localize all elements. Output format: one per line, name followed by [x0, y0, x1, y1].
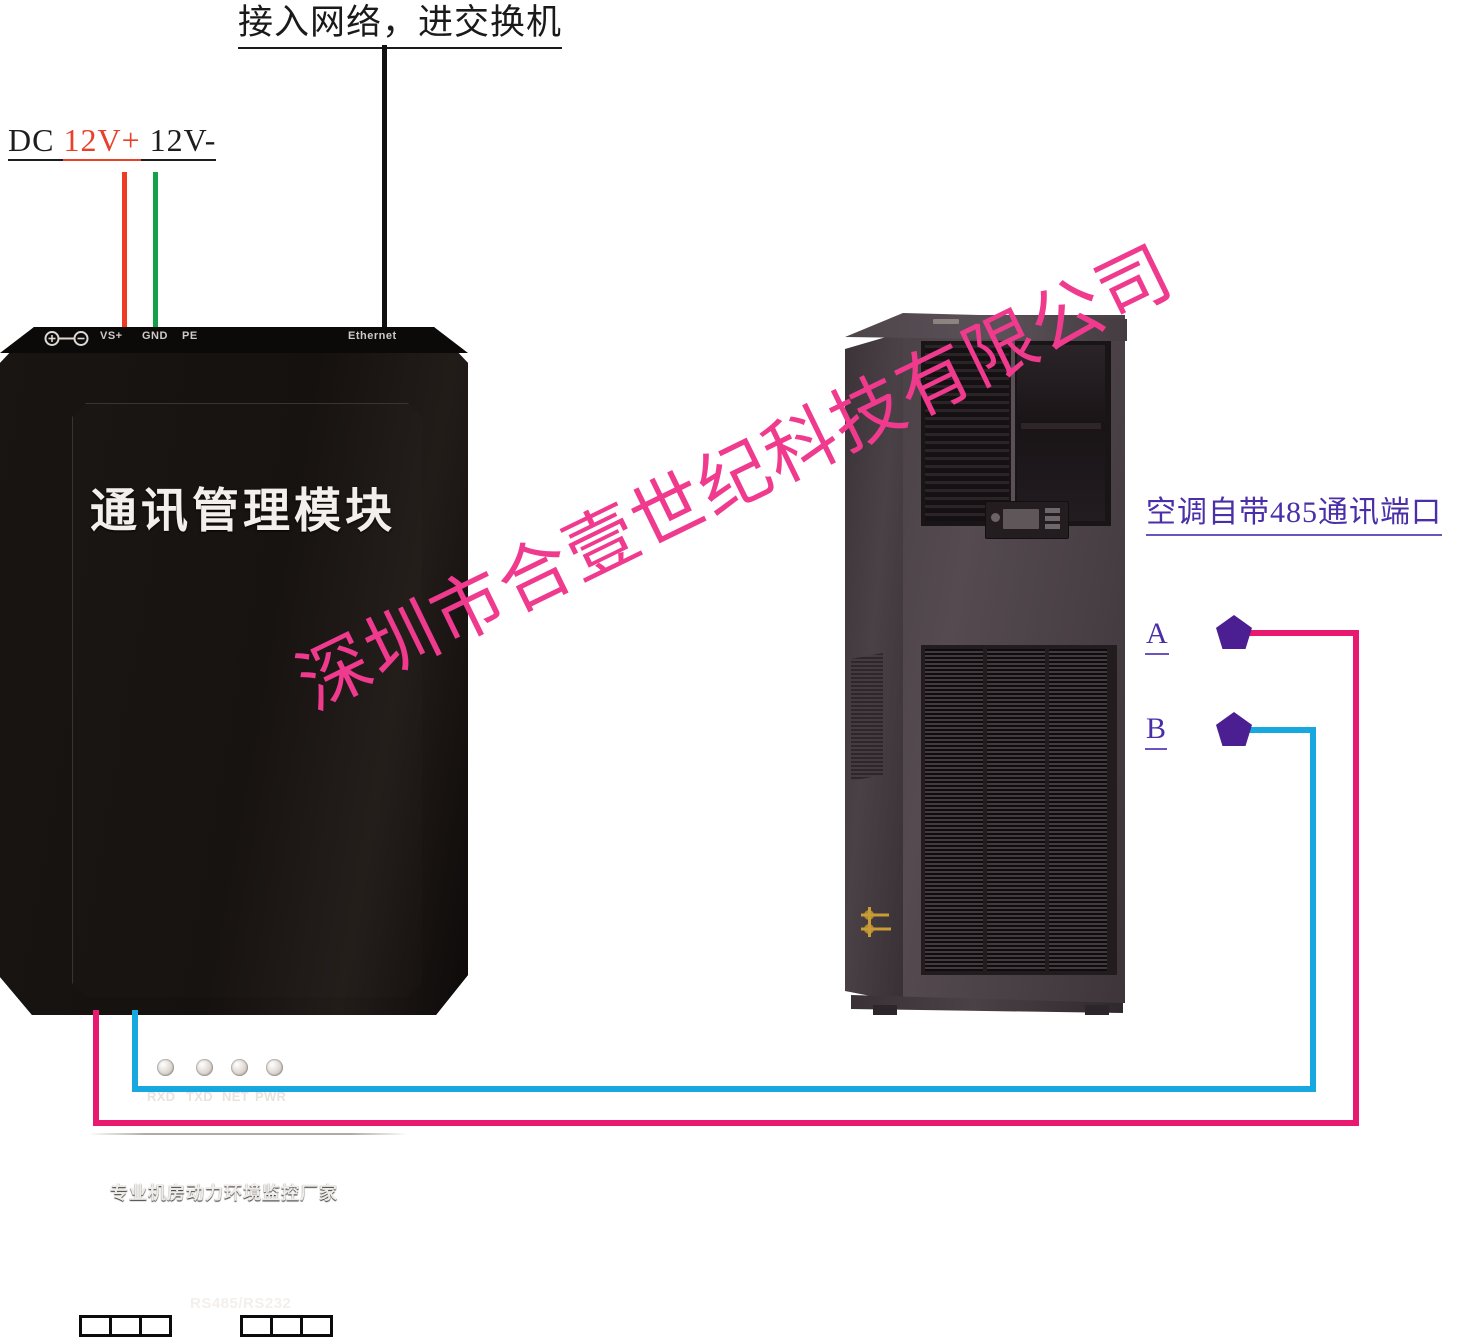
wire-b-segment-to-terminal — [1244, 727, 1316, 733]
ac-foot — [1085, 1005, 1109, 1015]
wire-b-segment-up-right — [1310, 727, 1316, 1092]
ac-485-port-label: 空调自带485通讯端口 — [1146, 487, 1442, 536]
ac-vent-divider — [1011, 341, 1015, 526]
wire-b-segment-down-left — [132, 1010, 138, 1092]
ethernet-cable — [382, 45, 387, 328]
device-divider-line — [88, 1133, 408, 1135]
power-polarity-icon — [44, 331, 89, 346]
terminal-cell[interactable] — [300, 1315, 333, 1337]
ac-side-grille — [851, 653, 883, 781]
power-negative-wire — [153, 172, 158, 327]
diagram-canvas: 接入网络，进交换机 DC 12V+ 12V- VS+ GND PE Ethern… — [0, 0, 1442, 1337]
port-label-vs: VS+ — [100, 330, 123, 342]
ac-grille-column — [987, 649, 1045, 971]
ac-panel-button[interactable] — [1045, 516, 1060, 521]
wire-a-segment-down-left — [93, 1010, 99, 1126]
led-txd — [196, 1059, 213, 1076]
terminal-cell[interactable] — [270, 1315, 303, 1337]
device-inner-panel — [72, 403, 422, 997]
wire-b-segment-bottom — [132, 1086, 1316, 1092]
dc-prefix-label: DC — [8, 122, 55, 161]
ac-upper-vent-left — [925, 345, 1009, 521]
ac-lcd-display — [1003, 509, 1039, 529]
wire-a-segment-to-terminal — [1244, 630, 1359, 636]
port-label-gnd: GND — [142, 330, 168, 342]
port-label-pe: PE — [182, 330, 198, 342]
ac-grille-column — [925, 649, 983, 971]
ac-panel-button[interactable] — [1045, 508, 1060, 513]
ac-upper-vent-right — [1017, 345, 1105, 521]
terminal-cell[interactable] — [139, 1315, 172, 1337]
wire-a-segment-up-right — [1353, 630, 1359, 1126]
led-label-txd: TXD — [186, 1089, 213, 1104]
air-conditioner-unit — [845, 305, 1145, 1025]
ac-valve-fitting-icon — [861, 907, 891, 937]
ac-top-badge — [933, 319, 959, 324]
communication-module-device: VS+ GND PE Ethernet 通讯管理模块 RXD TXD NET P… — [0, 327, 468, 1337]
led-label-net: NET — [222, 1089, 249, 1104]
ac-panel-buttons[interactable] — [1045, 508, 1061, 530]
terminal-marker-b[interactable] — [1216, 712, 1252, 746]
terminal-block-rs485[interactable] — [79, 1315, 172, 1337]
terminal-label-b: B — [1145, 712, 1168, 750]
ac-upper-vent-bar — [1021, 423, 1101, 429]
terminal-cell[interactable] — [109, 1315, 142, 1337]
ac-panel-button[interactable] — [1045, 524, 1060, 529]
device-body-shading — [0, 327, 468, 1015]
ac-grille-column — [1049, 649, 1107, 971]
port-label-ethernet: Ethernet — [348, 330, 397, 342]
led-label-rxd: RXD — [147, 1089, 176, 1104]
dc-positive-label: 12V+ — [63, 122, 141, 161]
device-subtitle: 专业机房动力环境监控厂家 — [110, 1183, 338, 1204]
terminal-cell[interactable] — [79, 1315, 112, 1337]
dc-power-label: DC 12V+ 12V- — [8, 122, 217, 161]
led-rxd — [157, 1059, 174, 1076]
device-title: 通讯管理模块 — [90, 484, 396, 539]
led-pwr — [266, 1059, 283, 1076]
dc-negative-label: 12V- — [149, 122, 217, 161]
ac-panel-knob-icon[interactable] — [991, 513, 1000, 522]
rs485-rs232-label: RS485/RS232 — [190, 1295, 292, 1312]
network-connection-label: 接入网络，进交换机 — [238, 0, 563, 49]
led-label-pwr: PWR — [255, 1089, 287, 1104]
terminal-marker-a[interactable] — [1216, 615, 1252, 649]
power-positive-wire — [122, 172, 127, 327]
terminal-cell[interactable] — [240, 1315, 273, 1337]
led-net — [231, 1059, 248, 1076]
device-top-port-strip — [0, 327, 468, 353]
terminal-label-a: A — [1145, 617, 1169, 655]
wire-a-segment-bottom — [93, 1120, 1359, 1126]
terminal-block-rs232[interactable] — [240, 1315, 333, 1337]
ac-foot — [873, 1005, 897, 1015]
